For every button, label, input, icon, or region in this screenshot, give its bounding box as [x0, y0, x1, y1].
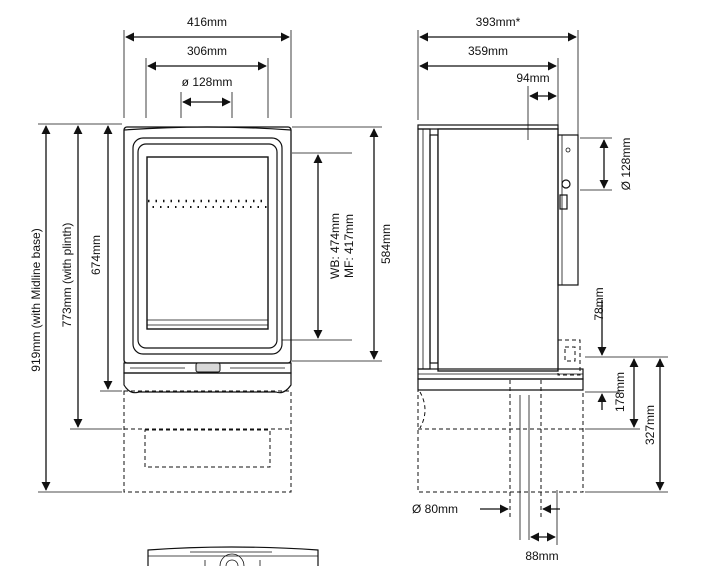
- h-178-label: 178mm: [613, 372, 627, 412]
- logs-mf-label: MF: 417mm: [342, 214, 356, 278]
- air-offset-label: 88mm: [525, 549, 558, 563]
- height-584-label: 584mm: [379, 224, 393, 264]
- h-78-label: 78mm: [592, 287, 606, 320]
- front-view: [123, 126, 292, 493]
- side-flue-offset-label: 94mm: [516, 71, 549, 85]
- logs-wb-label: WB: 474mm: [328, 213, 342, 279]
- height-674-label: 674mm: [89, 235, 103, 275]
- front-width-label: 416mm: [187, 15, 227, 29]
- side-inner-depth-label: 359mm: [468, 44, 508, 58]
- air-dia-label: Ø 80mm: [412, 502, 458, 516]
- front-flue-dia-label: ø 128mm: [182, 75, 233, 89]
- side-depth-label: 393mm*: [476, 15, 521, 29]
- lower-stove-partial: [147, 546, 319, 566]
- height-midline-label: 919mm (with Midline base): [29, 228, 43, 371]
- front-inner-dims: 584mm WB: 474mm MF: 417mm: [282, 126, 393, 362]
- side-depth-dims: 393mm* 359mm 94mm: [417, 15, 579, 135]
- front-height-dims: 919mm (with Midline base) 773mm (with pl…: [29, 123, 122, 493]
- front-inner-width-label: 306mm: [187, 44, 227, 58]
- h-327-label: 327mm: [643, 405, 657, 445]
- front-width-dims: 416mm 306mm ø 128mm: [123, 15, 292, 118]
- side-flue-dia-label: Ø 128mm: [619, 138, 633, 191]
- height-plinth-label: 773mm (with plinth): [60, 223, 74, 328]
- side-view: [417, 118, 584, 540]
- air-inlet-dims: Ø 80mm 88mm: [412, 490, 560, 563]
- side-height-dims: Ø 128mm 78mm 178mm 327mm: [580, 137, 668, 493]
